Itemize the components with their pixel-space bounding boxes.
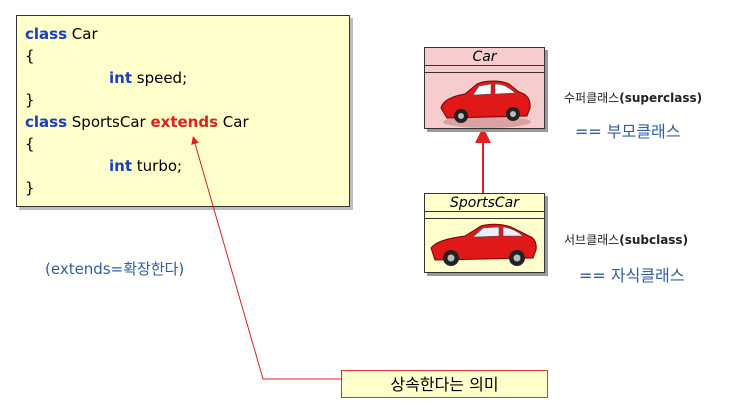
code-line-6: { xyxy=(25,133,35,155)
keyword-class: class xyxy=(25,113,67,131)
keyword-int: int xyxy=(109,69,132,87)
inheritance-meaning-box: 상속한다는 의미 xyxy=(341,370,548,398)
superclass-alias: == 부모클래스 xyxy=(575,118,681,142)
superclass-korean: 수퍼클래스 xyxy=(564,91,619,105)
code-line-4: } xyxy=(25,89,35,111)
field-declaration: speed; xyxy=(132,69,187,87)
keyword-extends: extends xyxy=(150,113,218,131)
uml-class-sportscar: SportsCar xyxy=(424,193,545,273)
subclass-korean: 서브클래스 xyxy=(564,233,619,247)
red-sports-car-icon xyxy=(429,218,539,270)
code-line-2: { xyxy=(25,45,35,67)
keyword-int: int xyxy=(109,157,132,175)
code-line-3: int speed; xyxy=(25,67,187,89)
superclass-label: 수퍼클래스(superclass) xyxy=(564,89,702,106)
superclass-english: (superclass) xyxy=(619,91,702,105)
keyword-class: class xyxy=(25,25,67,43)
field-declaration: turbo; xyxy=(132,157,182,175)
parent-class-name: Car xyxy=(218,113,249,131)
code-line-8: } xyxy=(25,177,35,199)
class-name: SportsCar xyxy=(67,113,150,131)
subclass-english: (subclass) xyxy=(619,233,688,247)
subclass-label: 서브클래스(subclass) xyxy=(564,231,688,248)
extends-note: (extends=확장한다) xyxy=(45,258,184,279)
subclass-alias: == 자식클래스 xyxy=(579,262,685,286)
code-line-1: class Car xyxy=(25,23,98,45)
class-name: Car xyxy=(67,25,98,43)
code-line-7: int turbo; xyxy=(25,155,182,177)
uml-class-title: Car xyxy=(425,48,544,66)
code-line-5: class SportsCar extends Car xyxy=(25,111,249,133)
uml-class-title: SportsCar xyxy=(425,194,544,212)
code-block: class Car { int speed; } class SportsCar… xyxy=(16,15,350,207)
uml-class-car: Car xyxy=(424,47,545,129)
red-sedan-icon xyxy=(435,70,535,130)
